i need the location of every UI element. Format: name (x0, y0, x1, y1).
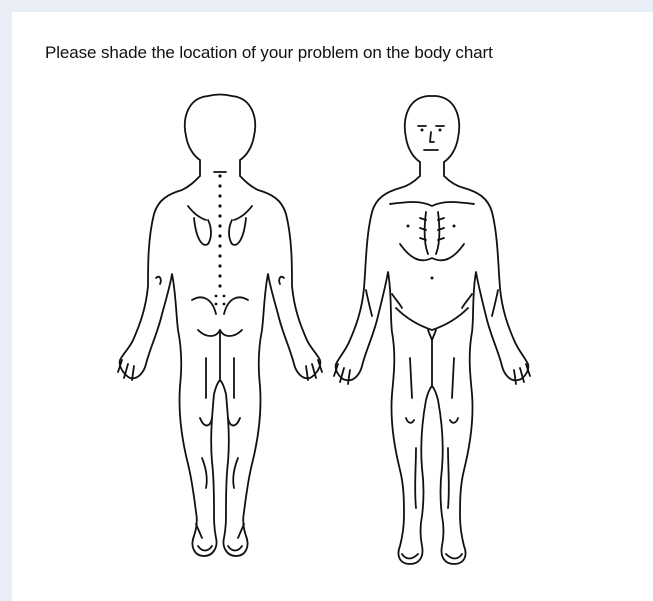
body-back-view-icon[interactable] (118, 95, 322, 557)
body-front-view-icon[interactable] (334, 96, 530, 564)
body-chart[interactable] (90, 68, 570, 598)
instruction-text: Please shade the location of your proble… (45, 43, 493, 63)
body-chart-sheet: Please shade the location of your proble… (12, 12, 653, 601)
